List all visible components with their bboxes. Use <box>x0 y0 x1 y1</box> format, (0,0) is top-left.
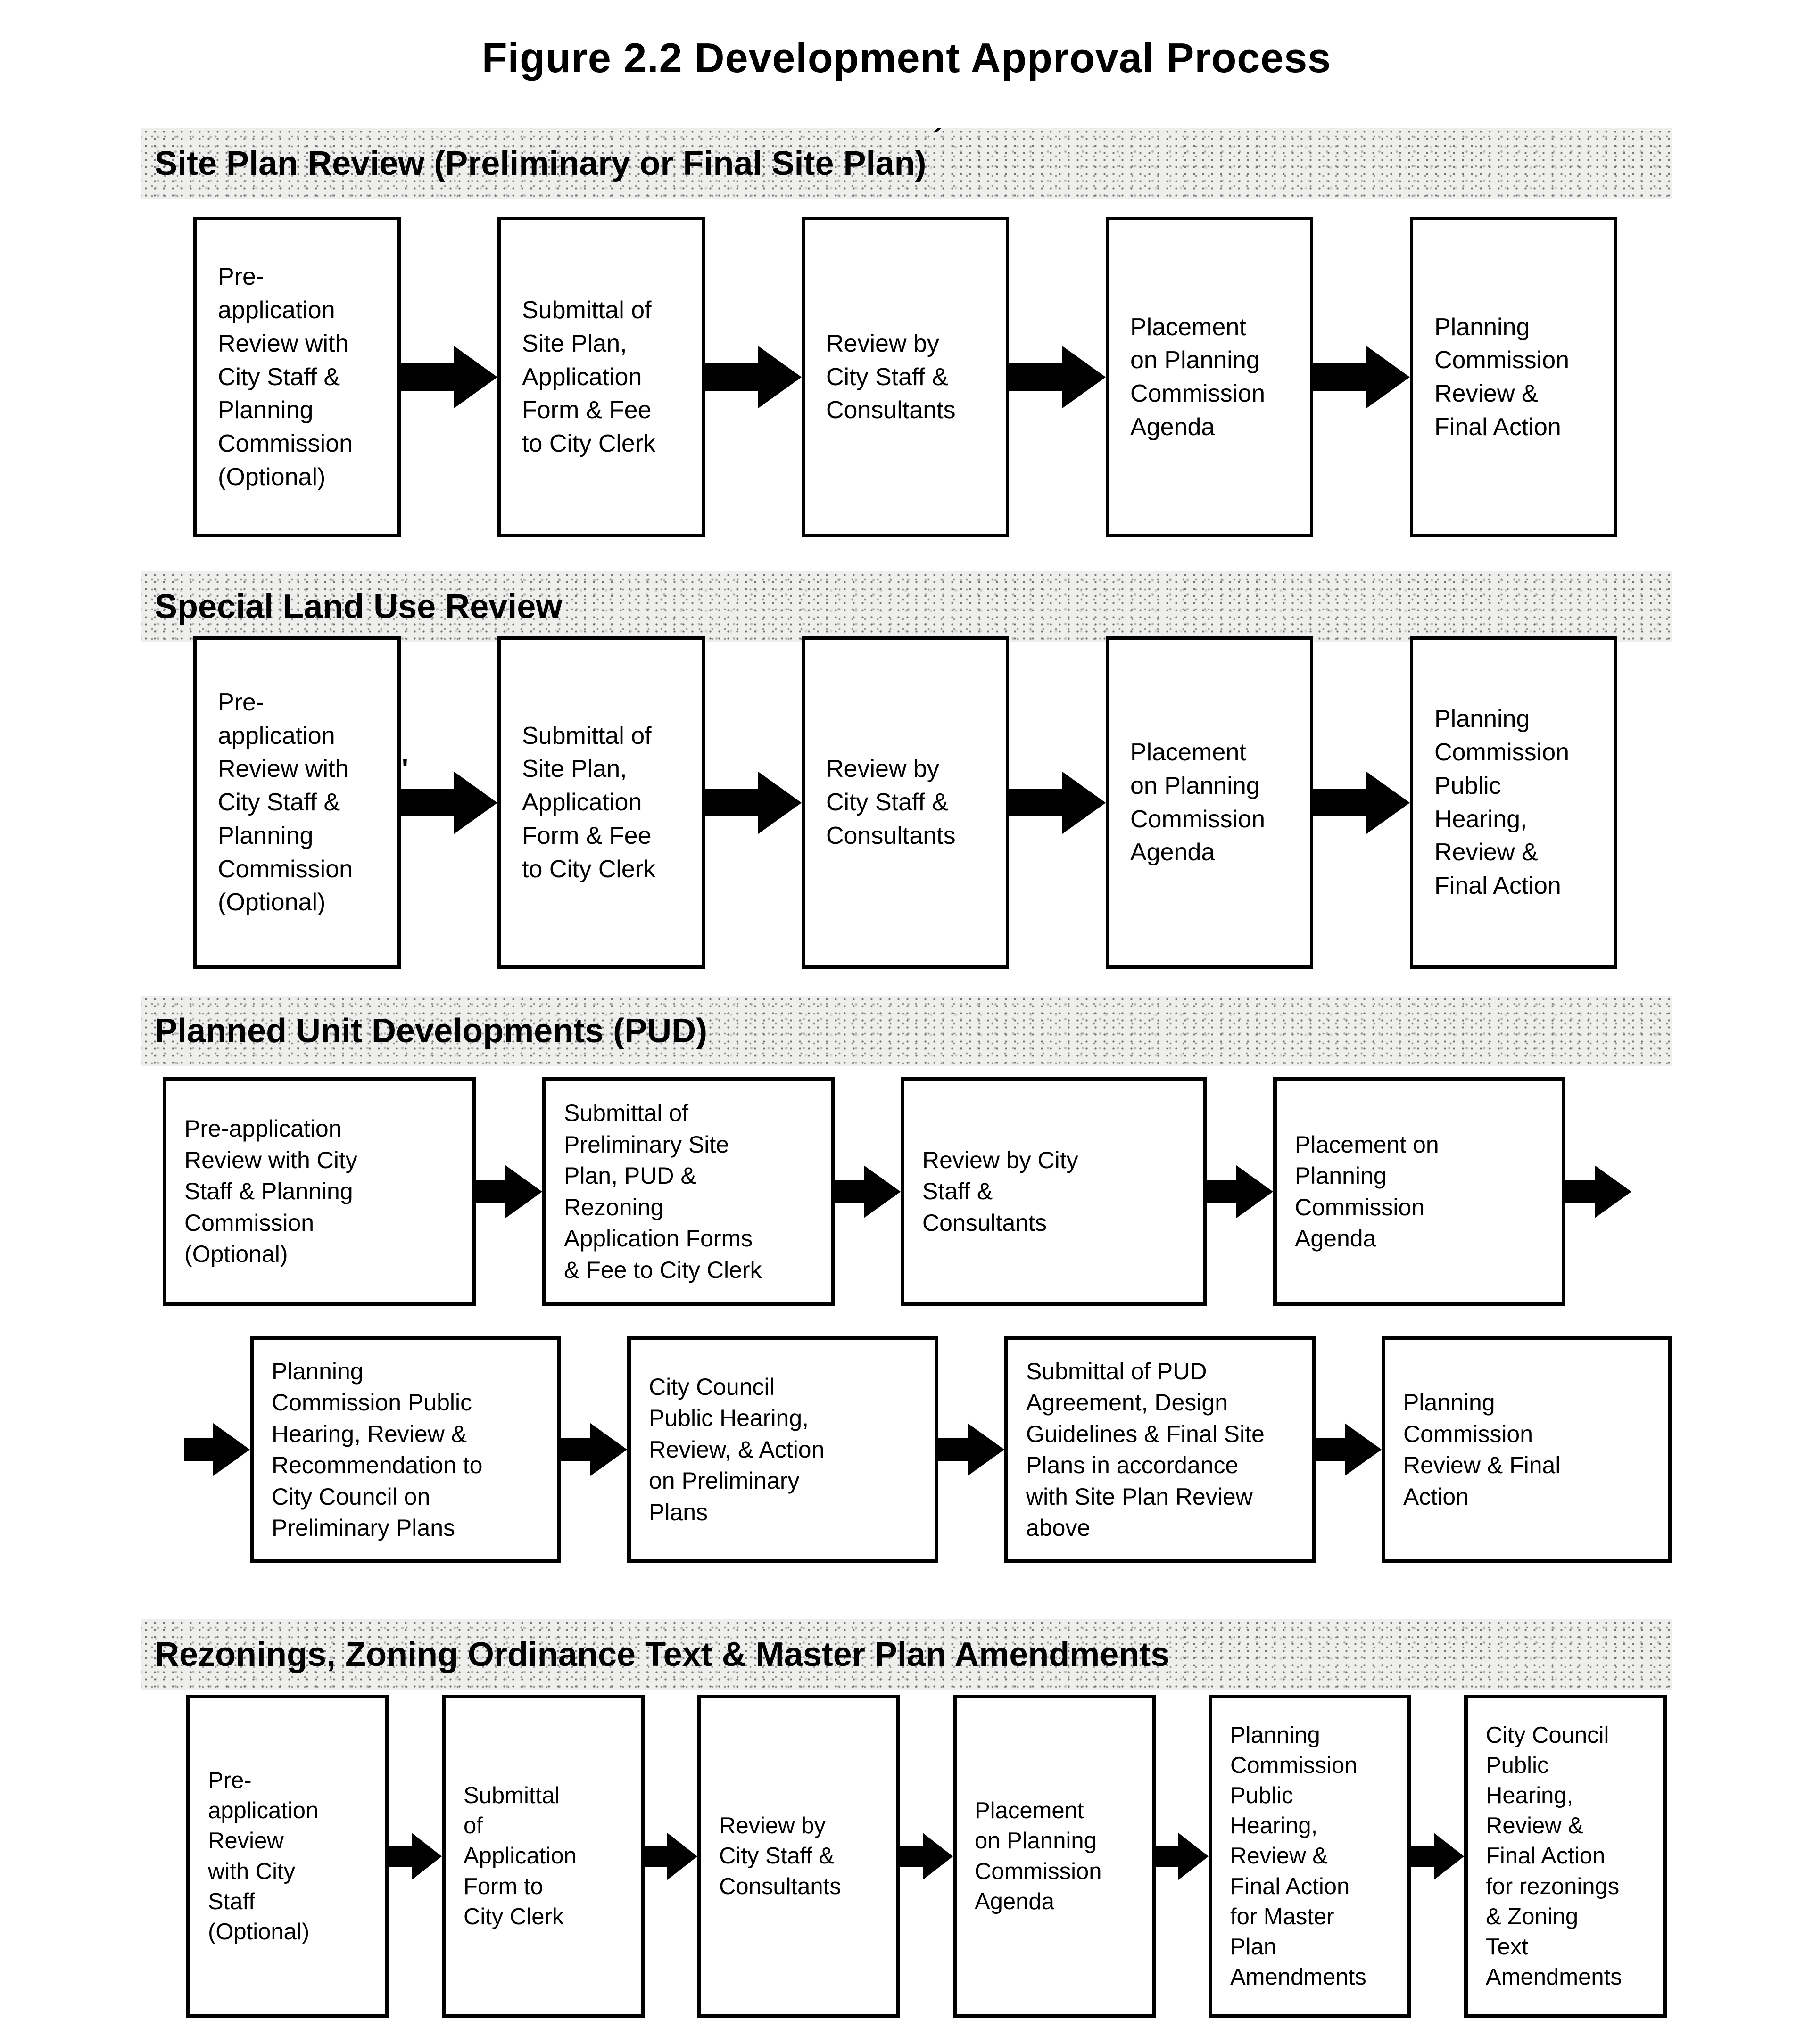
step-text: Review by City Staff & Consultants <box>826 330 956 424</box>
arrow-right-icon <box>835 1156 901 1227</box>
arrow-right-icon <box>401 767 497 838</box>
step-text: Planning Commission Public Hearing, Revi… <box>1230 1722 1366 1990</box>
section-header-band: Special Land Use Review <box>141 571 1672 642</box>
arrow-right-icon <box>401 342 497 412</box>
arrow-right-icon <box>389 1821 442 1892</box>
arrow-right-icon <box>705 767 802 838</box>
step-text: Submittal of Application Form to City Cl… <box>464 1783 577 1929</box>
stray-accent-mark: ´ <box>933 124 942 155</box>
step-box: City Council Public Hearing, Review, & A… <box>627 1336 938 1563</box>
flow-row-special-land-use: Pre- application Review with City Staff … <box>193 636 1617 969</box>
step-box: Planning Commission Review & Final Actio… <box>1410 217 1617 537</box>
arrow-right-icon <box>1207 1156 1273 1227</box>
arrow-right-icon <box>645 1821 697 1892</box>
step-text: Pre- application Review with City Staff … <box>208 1767 319 1945</box>
step-box: Placement on Planning Commission Agenda <box>1106 217 1313 537</box>
step-box: Pre-application Review with City Staff &… <box>163 1077 476 1306</box>
section-header-band: Planned Unit Developments (PUD) <box>141 996 1672 1066</box>
step-box: Planning Commission Public Hearing, Revi… <box>1410 636 1617 969</box>
step-box: Submittal of PUD Agreement, Design Guide… <box>1004 1336 1316 1563</box>
step-text: Submittal of Preliminary Site Plan, PUD … <box>564 1100 762 1283</box>
flow-row-pud-bottom: Planning Commission Public Hearing, Revi… <box>184 1336 1672 1563</box>
step-text: Submittal of PUD Agreement, Design Guide… <box>1026 1358 1265 1541</box>
step-text: Planning Commission Review & Final Actio… <box>1434 313 1570 441</box>
step-box: Placement on Planning Commission Agenda <box>1106 636 1313 969</box>
step-box: Submittal of Application Form to City Cl… <box>442 1695 645 2018</box>
flow-row-rezonings: Pre- application Review with City Staff … <box>186 1695 1667 2018</box>
step-text: Pre-application Review with City Staff &… <box>184 1115 357 1268</box>
step-box: Review by City Staff & Consultants <box>697 1695 900 2018</box>
section-header-special-land-use: Special Land Use Review <box>155 588 563 626</box>
arrow-right-icon <box>900 1821 953 1892</box>
arrow-right-icon <box>1411 1821 1464 1892</box>
step-box: Submittal of Site Plan, Application Form… <box>497 636 705 969</box>
arrow-right-continuation-icon <box>184 1414 250 1485</box>
step-box: Placement on Planning Commission Agenda <box>1273 1077 1565 1306</box>
step-box: Pre- application Review with City Staff … <box>193 217 401 537</box>
step-text: Planning Commission Review & Final Actio… <box>1403 1389 1561 1510</box>
step-text: Review by City Staff & Consultants <box>922 1146 1078 1236</box>
step-text: Planning Commission Public Hearing, Revi… <box>1434 705 1570 899</box>
step-box: Review by City Staff & Consultants <box>802 636 1009 969</box>
step-box: Planning Commission Public Hearing, Revi… <box>1209 1695 1411 2018</box>
step-text: Placement on Planning Commission Agenda <box>1130 313 1266 441</box>
step-text: Placement on Planning Commission Agenda <box>1130 739 1266 866</box>
step-box: Review by City Staff & Consultants <box>802 217 1009 537</box>
step-box: Review by City Staff & Consultants <box>901 1077 1207 1306</box>
step-box: Submittal of Site Plan, Application Form… <box>497 217 705 537</box>
section-header-pud: Planned Unit Developments (PUD) <box>155 1012 708 1050</box>
step-box: Placement on Planning Commission Agenda <box>953 1695 1156 2018</box>
step-text: Submittal of Site Plan, Application Form… <box>522 722 656 883</box>
step-text: Planning Commission Public Hearing, Revi… <box>272 1358 483 1541</box>
step-text: Review by City Staff & Consultants <box>826 755 956 849</box>
step-box: Planning Commission Public Hearing, Revi… <box>250 1336 561 1563</box>
arrow-right-icon <box>561 1414 627 1485</box>
section-header-rezonings: Rezonings, Zoning Ordinance Text & Maste… <box>155 1636 1170 1673</box>
step-box: Pre- application Review with City Staff … <box>193 636 401 969</box>
arrow-right-icon <box>1316 1414 1382 1485</box>
arrow-right-icon <box>1009 767 1106 838</box>
stray-apostrophe-mark: ' <box>402 754 408 784</box>
step-text: Pre- application Review with City Staff … <box>218 263 353 491</box>
section-header-site-plan-review: Site Plan Review (Preliminary or Final S… <box>155 145 927 182</box>
step-box: Planning Commission Review & Final Actio… <box>1382 1336 1672 1563</box>
step-text: Review by City Staff & Consultants <box>719 1813 841 1899</box>
step-box: Pre- application Review with City Staff … <box>186 1695 389 2018</box>
step-box: Submittal of Preliminary Site Plan, PUD … <box>542 1077 835 1306</box>
flow-row-pud-top: Pre-application Review with City Staff &… <box>163 1077 1631 1306</box>
arrow-right-icon <box>476 1156 542 1227</box>
section-header-band: Site Plan Review (Preliminary or Final S… <box>141 128 1672 199</box>
step-text: Placement on Planning Commission Agenda <box>975 1798 1102 1914</box>
arrow-right-icon <box>1313 767 1410 838</box>
arrow-right-icon <box>938 1414 1004 1485</box>
arrow-right-icon <box>705 342 802 412</box>
figure-title: Figure 2.2 Development Approval Process <box>481 34 1332 81</box>
step-box: City Council Public Hearing, Review & Fi… <box>1464 1695 1667 2018</box>
arrow-right-continuation-icon <box>1565 1156 1631 1227</box>
section-header-band: Rezonings, Zoning Ordinance Text & Maste… <box>141 1619 1672 1690</box>
step-text: Pre- application Review with City Staff … <box>218 688 353 916</box>
arrow-right-icon <box>1009 342 1106 412</box>
step-text: Placement on Planning Commission Agenda <box>1295 1131 1439 1252</box>
step-text: City Council Public Hearing, Review, & A… <box>649 1373 825 1525</box>
step-text: Submittal of Site Plan, Application Form… <box>522 297 656 458</box>
arrow-right-icon <box>1313 342 1410 412</box>
arrow-right-icon <box>1156 1821 1209 1892</box>
step-text: City Council Public Hearing, Review & Fi… <box>1486 1722 1622 1990</box>
flow-row-site-plan-review: Pre- application Review with City Staff … <box>193 217 1617 537</box>
